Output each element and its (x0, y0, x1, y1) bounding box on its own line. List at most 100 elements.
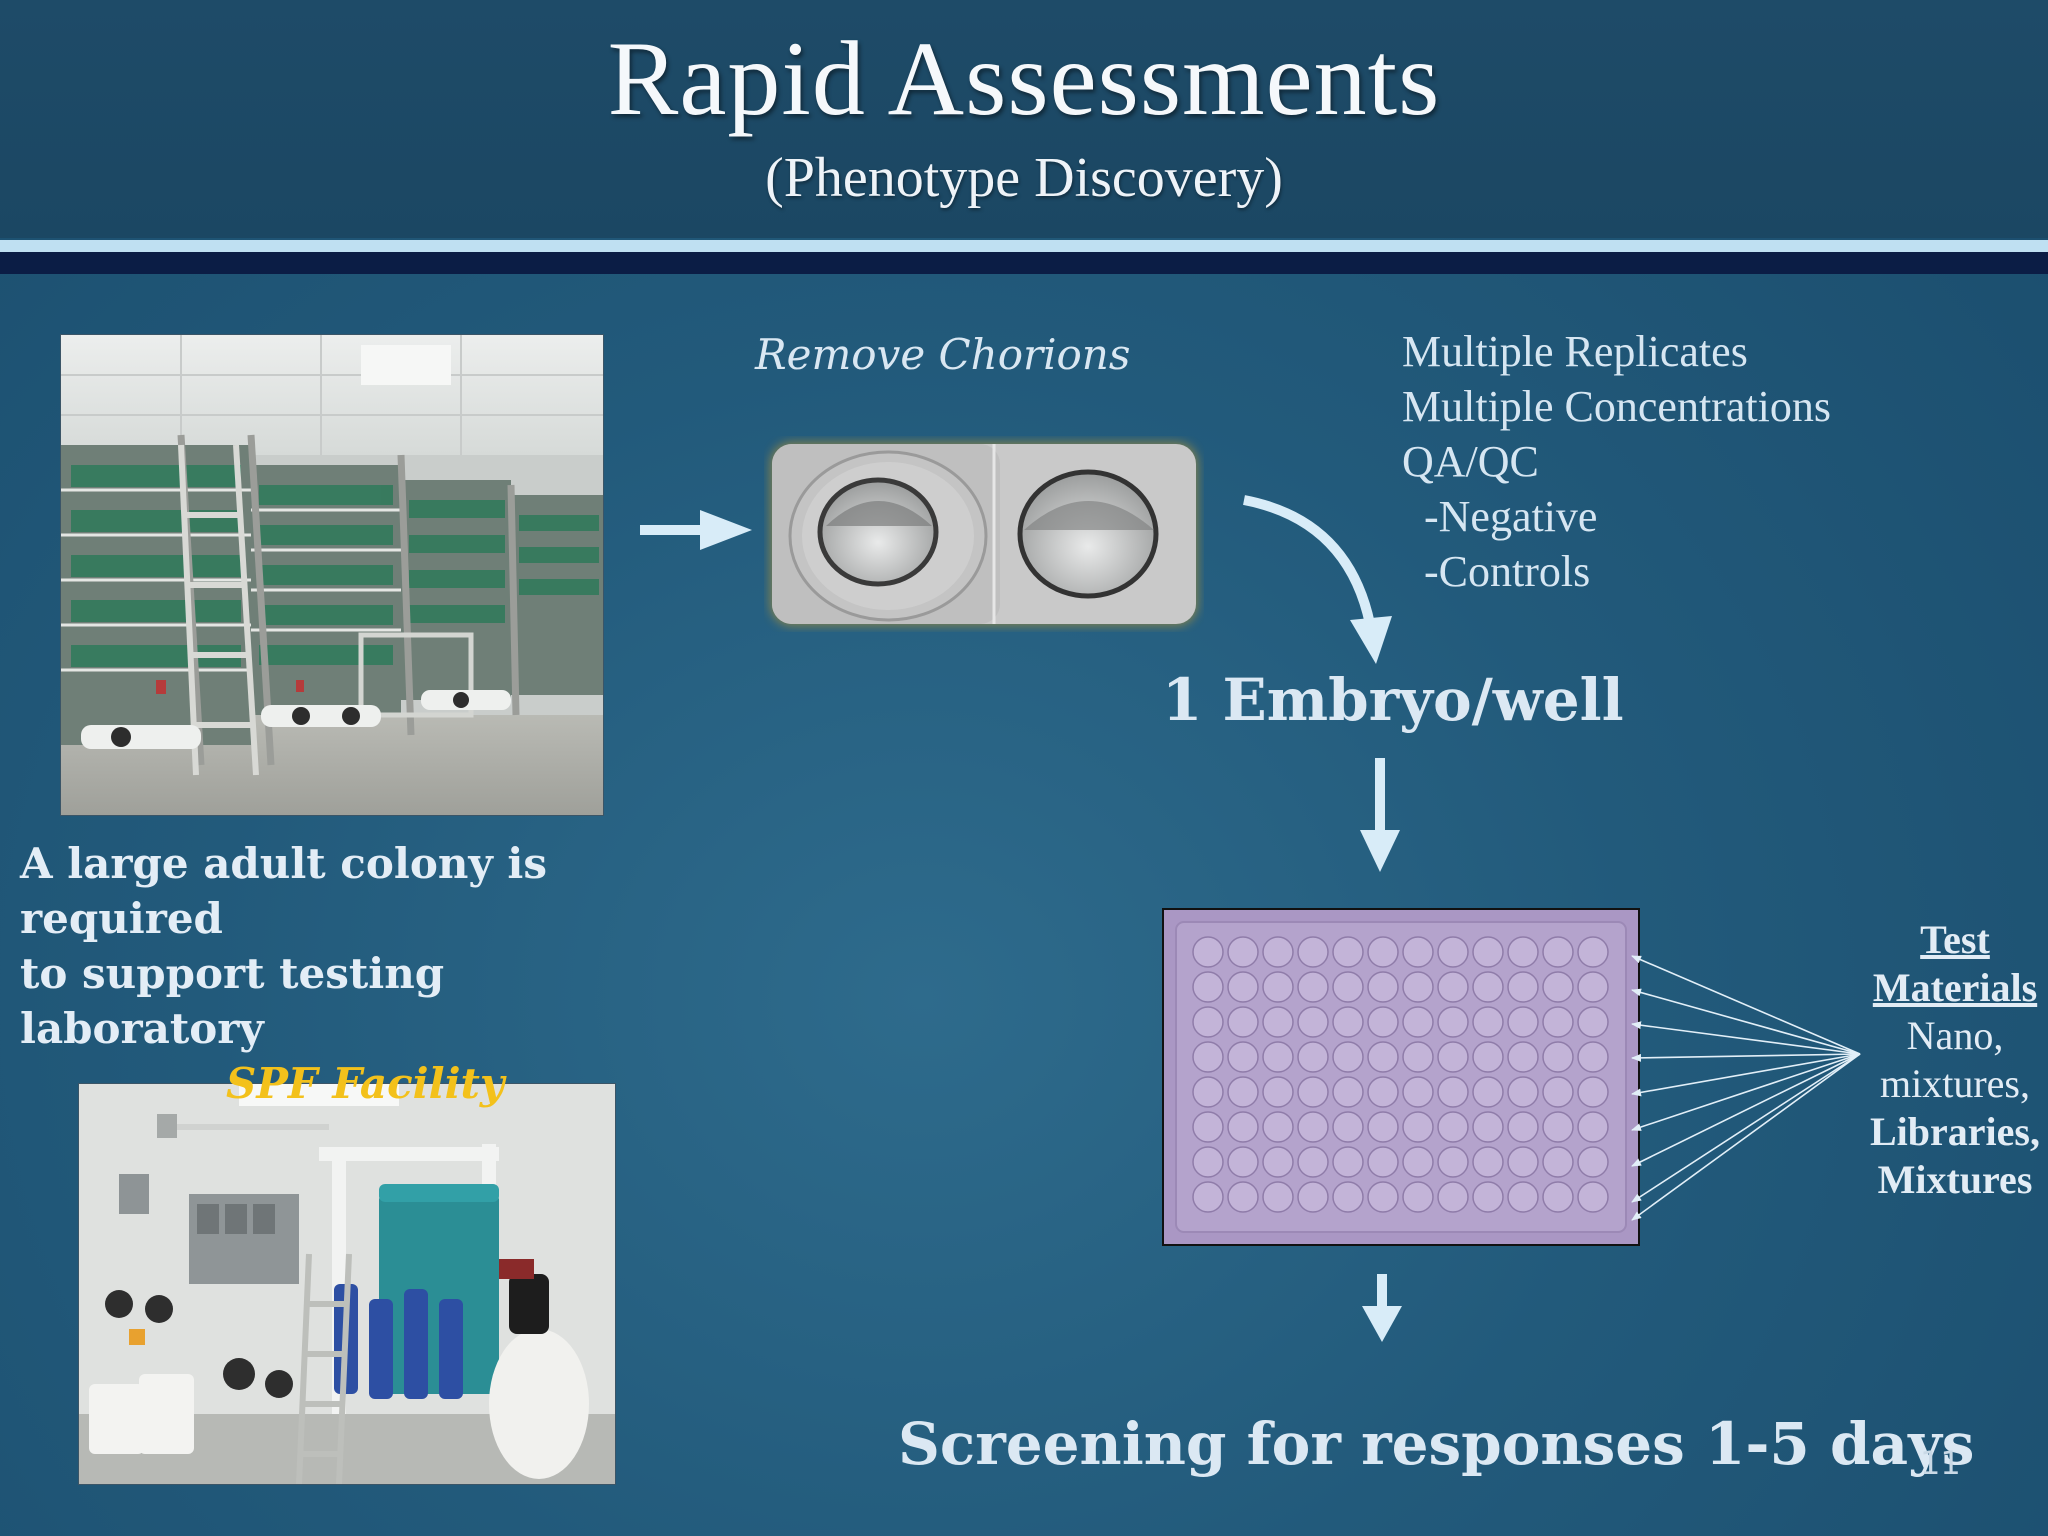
colony-caption: A large adult colony is required to supp… (20, 836, 700, 1111)
test-material-item: Nano, (1906, 1013, 2004, 1058)
plate-well (1437, 1006, 1469, 1038)
plate-well (1332, 971, 1364, 1003)
down-arrow (1362, 1274, 1402, 1342)
plate-well (1227, 936, 1259, 968)
plate-well (1577, 1041, 1609, 1073)
plate-well (1542, 936, 1574, 968)
plate-well (1577, 1076, 1609, 1108)
test-material-item: mixtures, (1880, 1061, 2030, 1106)
plate-well (1437, 1111, 1469, 1143)
plate-well (1262, 1076, 1294, 1108)
plate-well (1367, 1041, 1399, 1073)
plate-well (1367, 1181, 1399, 1213)
header-divider-dark (0, 252, 2048, 274)
replicates-line: Multiple Concentrations (1402, 382, 1831, 431)
plate-well (1472, 1041, 1504, 1073)
plate-well (1227, 1076, 1259, 1108)
plate-well (1402, 1146, 1434, 1178)
plate-well (1332, 1181, 1364, 1213)
plate-well (1542, 1146, 1574, 1178)
plate-well (1192, 1006, 1224, 1038)
well-plate-image (1162, 908, 1640, 1246)
plate-well (1472, 936, 1504, 968)
plate-well (1297, 1146, 1329, 1178)
embryo-photo (764, 436, 1204, 632)
plate-well (1507, 971, 1539, 1003)
plate-well (1332, 1146, 1364, 1178)
plate-well (1437, 1146, 1469, 1178)
plate-well (1367, 971, 1399, 1003)
plate-well (1437, 971, 1469, 1003)
plate-well (1297, 936, 1329, 968)
plate-well (1472, 1111, 1504, 1143)
plate-well (1472, 1181, 1504, 1213)
plate-well (1542, 971, 1574, 1003)
plate-well (1472, 1006, 1504, 1038)
plate-well (1332, 1041, 1364, 1073)
plate-well (1262, 1006, 1294, 1038)
plate-well (1192, 1146, 1224, 1178)
plate-well (1472, 971, 1504, 1003)
slide-title: Rapid Assessments (607, 20, 1441, 137)
test-material-item: Mixtures (1877, 1157, 2033, 1202)
curved-arrow-down (1243, 495, 1392, 664)
plate-well (1507, 1006, 1539, 1038)
plate-well (1297, 971, 1329, 1003)
plate-well (1507, 1041, 1539, 1073)
plate-well (1577, 1181, 1609, 1213)
plate-well (1297, 1041, 1329, 1073)
plate-well (1192, 1041, 1224, 1073)
plate-well (1227, 1041, 1259, 1073)
plate-well (1577, 1146, 1609, 1178)
test-material-pointer-arrows (1631, 955, 1861, 1221)
test-materials-block: Test Materials Nano, mixtures, Libraries… (1862, 916, 2048, 1204)
plate-well (1367, 1146, 1399, 1178)
plate-well (1262, 1041, 1294, 1073)
replicates-line: QA/QC (1402, 437, 1539, 486)
plate-well (1297, 1076, 1329, 1108)
colony-caption-line1: A large adult colony is required (20, 839, 548, 943)
replicates-line: Multiple Replicates (1402, 327, 1748, 376)
plate-well (1507, 1076, 1539, 1108)
plate-well (1577, 971, 1609, 1003)
plate-well (1577, 936, 1609, 968)
down-arrow (1360, 758, 1400, 872)
plate-well (1367, 1111, 1399, 1143)
plate-well (1507, 1181, 1539, 1213)
plate-well (1367, 1006, 1399, 1038)
plate-well (1227, 1146, 1259, 1178)
colony-caption-line2: to support testing laboratory (20, 949, 445, 1053)
plate-well (1402, 1181, 1434, 1213)
plate-well (1262, 1111, 1294, 1143)
slide-header (0, 0, 2048, 238)
replicates-list: Multiple Replicates Multiple Concentrati… (1402, 324, 1831, 599)
plate-well (1542, 1006, 1574, 1038)
plate-well (1262, 971, 1294, 1003)
test-materials-heading-line1: Test (1920, 917, 1990, 962)
plate-well (1507, 1146, 1539, 1178)
plate-well (1402, 1041, 1434, 1073)
test-materials-heading-line2: Materials (1872, 965, 2038, 1010)
plate-well (1437, 1041, 1469, 1073)
right-arrow (640, 510, 752, 550)
plate-well (1542, 1111, 1574, 1143)
plate-well (1262, 936, 1294, 968)
fish-rack-photo (60, 334, 604, 816)
test-material-item: Libraries, (1870, 1109, 2040, 1154)
plate-well (1437, 1181, 1469, 1213)
plate-well (1542, 1181, 1574, 1213)
plate-well (1262, 1146, 1294, 1178)
plate-well (1227, 1111, 1259, 1143)
plate-well (1507, 1111, 1539, 1143)
plate-well (1367, 936, 1399, 968)
plate-well (1227, 1006, 1259, 1038)
water-system-photo (78, 1083, 616, 1485)
plate-well (1402, 1076, 1434, 1108)
plate-well (1227, 1181, 1259, 1213)
plate-well (1542, 1076, 1574, 1108)
plate-well (1542, 1041, 1574, 1073)
header-divider-light (0, 240, 2048, 252)
plate-well (1402, 1006, 1434, 1038)
plate-well (1367, 1076, 1399, 1108)
plate-well (1192, 1111, 1224, 1143)
